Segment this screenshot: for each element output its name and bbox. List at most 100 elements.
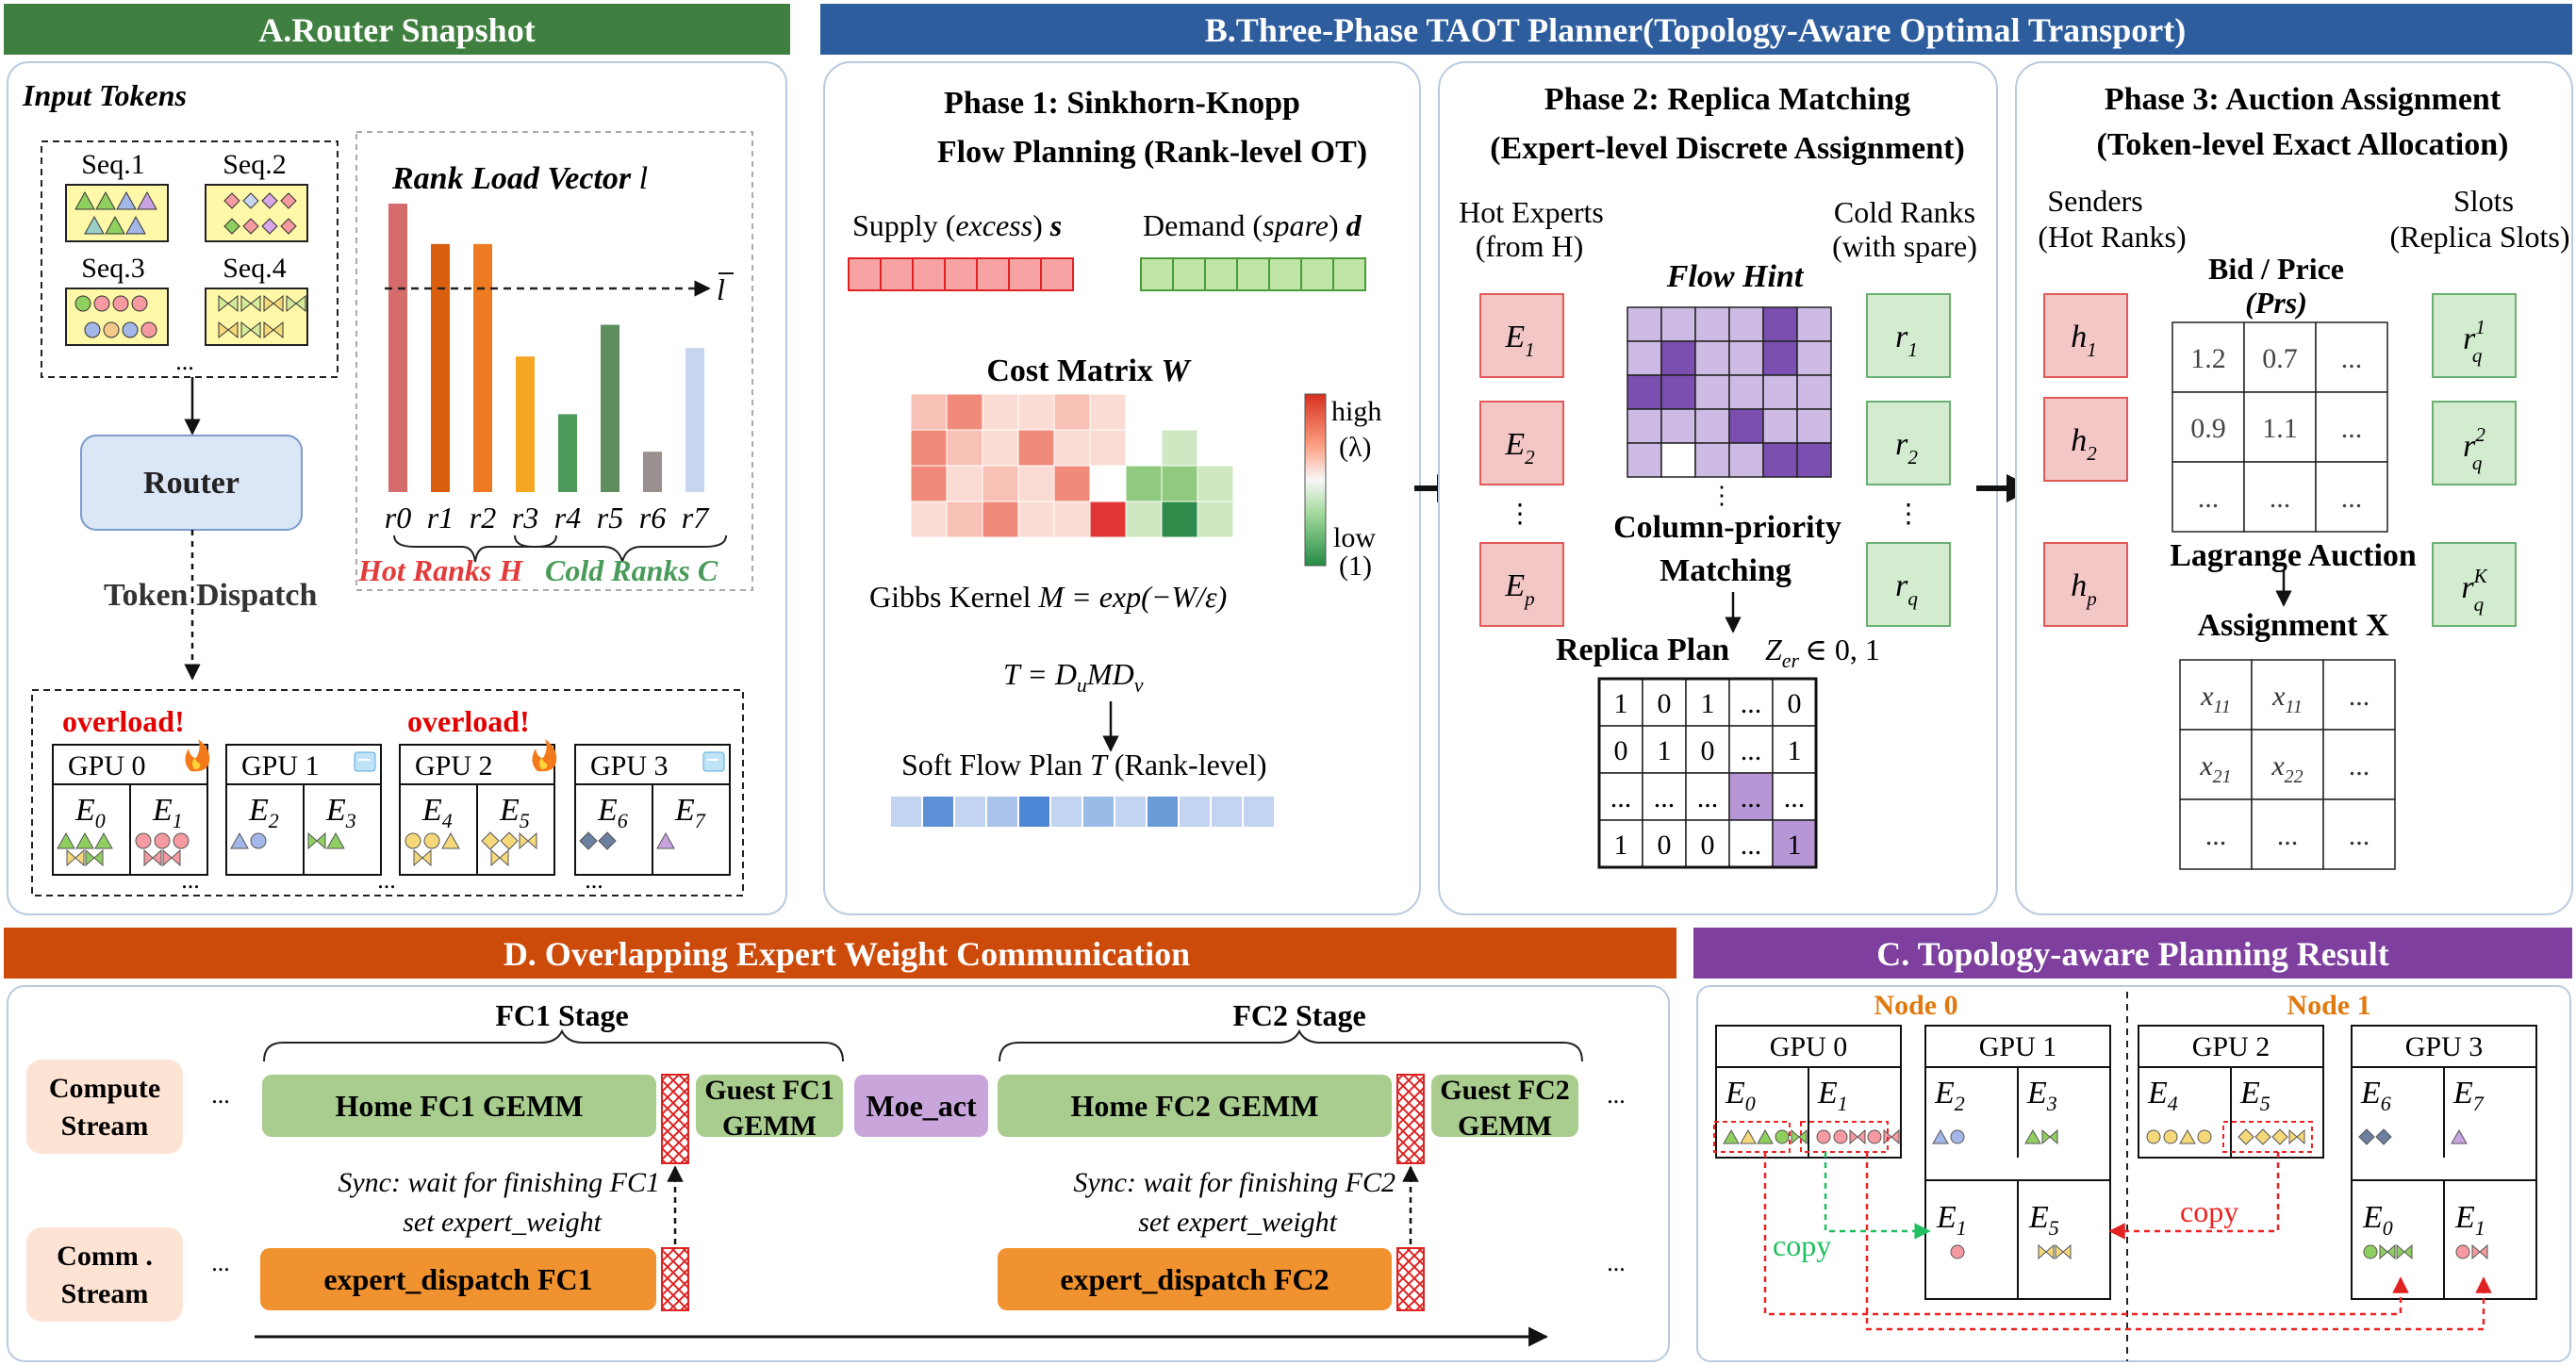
prs-label: (Prs)	[2245, 286, 2307, 320]
assignment-cell-value: x22	[2271, 750, 2303, 787]
cost-cell	[910, 501, 948, 538]
z-label-var: Z	[1765, 633, 1783, 666]
gpu-name: GPU 0	[68, 750, 146, 781]
expert-label-main: E	[597, 793, 618, 828]
flow-hint-label: Flow Hint	[1666, 259, 1805, 294]
cost-cell	[1161, 429, 1198, 467]
token	[1816, 1129, 1831, 1144]
assignment-cell-value: ...	[2277, 820, 2299, 851]
cost-cell	[1017, 429, 1055, 467]
soft-flow-cell	[1242, 795, 1276, 829]
section-c-title: C. Topology-aware Planning Result	[1876, 935, 2388, 973]
token	[2163, 1129, 2178, 1144]
section-c-expert-label: E6	[2360, 1076, 2391, 1115]
assignment-x-label: Assignment X	[2197, 608, 2389, 643]
seq-4-tokens	[205, 288, 308, 346]
section-c-expert-label: E7	[2452, 1076, 2485, 1115]
supply-cell	[944, 257, 978, 291]
assignment-cell-value: ...	[2349, 750, 2370, 781]
token	[2041, 1128, 2058, 1145]
cost-cell	[946, 465, 983, 502]
supply-cell	[1008, 257, 1042, 291]
section-c-expert-main: E	[1725, 1076, 1745, 1110]
hot-experts-label: Hot Experts	[1459, 195, 1604, 229]
token	[1791, 1128, 1808, 1145]
section-b-header	[820, 4, 2572, 55]
cold-rank-label-sub: q	[1907, 587, 1918, 610]
demand-cell	[1204, 257, 1238, 291]
expert-label-sub: 1	[173, 809, 183, 832]
flow-hint-cell	[1796, 442, 1832, 478]
sender-box	[2043, 542, 2128, 627]
flow-hint-cell	[1660, 408, 1696, 444]
phase-1-title-line2: Flow Planning (Rank-level OT)	[937, 135, 1367, 170]
flow-hint-cell	[1728, 340, 1764, 376]
expert-label-sub: 0	[95, 809, 106, 832]
cost-cell	[1161, 465, 1198, 502]
gpu-ellipsis-2: ...	[377, 866, 396, 894]
input-tokens-label: Input Tokens	[22, 78, 187, 112]
token	[405, 832, 421, 849]
guest-expert-label: E5	[2028, 1200, 2059, 1240]
replica-cell-value: ...	[1654, 782, 1676, 814]
compute-end-ellipsis: ...	[1607, 1081, 1626, 1109]
sync-fc2-line2: set expert_weight	[1138, 1207, 1337, 1238]
section-c-expert-main: E	[2026, 1076, 2047, 1110]
assignment-cell-main: ...	[2349, 681, 2370, 712]
rank-label-r6: r6	[639, 501, 666, 534]
demand-vector	[1140, 257, 1366, 291]
cost-cell	[1197, 465, 1234, 502]
demand-cell	[1236, 257, 1270, 291]
bid-price-label: Bid / Price	[2208, 252, 2344, 286]
section-c-expert-main: E	[1817, 1076, 1838, 1110]
replica-cell-value: ...	[1741, 830, 1762, 861]
cost-cell	[1053, 501, 1091, 538]
soft-flow-cell	[1178, 795, 1212, 829]
flow-hint-cell	[1694, 306, 1730, 342]
overload-label-gpu0: overload!	[62, 704, 185, 738]
rank-label-r3: r3	[512, 501, 538, 534]
guest-fc1-gemm	[696, 1075, 843, 1137]
sync-barrier-fc1	[661, 1074, 689, 1164]
copy-arrow-e1-to-gpu1	[1824, 1152, 1931, 1240]
token	[519, 831, 537, 850]
copy-arrow-e1-to-gpu3	[1865, 1152, 2492, 1331]
flow-hint-cell	[1762, 408, 1798, 444]
copy-arrow-e5-to-gpu1	[2108, 1152, 2280, 1240]
assignment-cell	[2251, 729, 2324, 800]
cold-rank-box	[1866, 542, 1951, 627]
guest-expert-main: E	[2454, 1200, 2475, 1235]
token	[135, 832, 152, 849]
slot-box	[2432, 293, 2517, 378]
gibbs-kernel-text: Gibbs Kernel	[869, 580, 1032, 614]
seq-2-token-shapes	[223, 192, 297, 235]
bid-cell	[2171, 321, 2245, 393]
t-formula-mid: MD	[1086, 657, 1134, 691]
bid-cell-value: ...	[2341, 483, 2363, 514]
token	[143, 848, 162, 867]
slot-box	[2432, 401, 2517, 485]
expert-label: E3	[325, 793, 356, 832]
flow-hint-cell	[1796, 408, 1832, 444]
compute-stream-line2: Stream	[61, 1110, 149, 1142]
experts-vdots: ⋮	[1507, 500, 1533, 529]
cold-ranks-header: Cold Ranks	[1834, 195, 1975, 229]
token	[2363, 1244, 2378, 1259]
ice-icon	[702, 751, 725, 772]
token	[656, 831, 675, 849]
svg-text:hp: hp	[2071, 568, 2097, 610]
section-c-expert-main: E	[2147, 1076, 2168, 1110]
cost-cell	[910, 429, 948, 467]
seq-2-tokens	[205, 184, 308, 242]
flow-hint-cell	[1660, 306, 1696, 342]
assignment-cell	[2179, 659, 2253, 731]
copy-label-right: copy	[2180, 1194, 2238, 1228]
svg-text:Ep: Ep	[1504, 568, 1534, 610]
expert-label: E2	[248, 793, 279, 832]
expert-label-main: E	[152, 793, 173, 828]
